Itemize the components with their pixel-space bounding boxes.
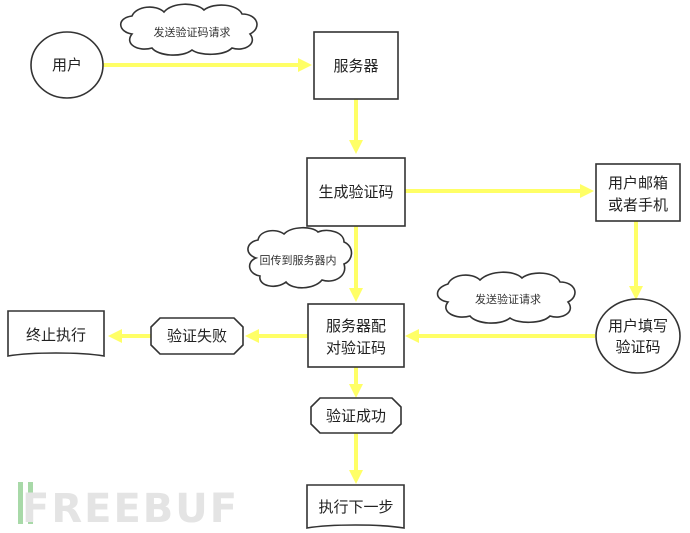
node-user-fill: 用户填写 验证码	[595, 298, 681, 374]
node-verify-fail-shape	[150, 317, 244, 355]
node-mail-phone-shape	[595, 163, 681, 222]
arrow-fill-compare	[405, 329, 419, 343]
cloud-label-request2: 发送验证请求	[475, 292, 541, 306]
watermark: FREEBUF	[18, 482, 239, 532]
node-mail-phone: 用户邮箱 或者手机	[595, 163, 681, 222]
arrow-mail-fill	[629, 286, 643, 300]
node-generate-code-shape	[306, 157, 406, 227]
arrow-user-server	[298, 58, 312, 72]
node-user-label: 用户	[52, 56, 82, 74]
cloud-request1: 发送验证码请求	[119, 3, 258, 56]
arrow-fail-stop	[108, 329, 122, 343]
arrow-gen-mail	[580, 184, 594, 198]
watermark-text: FREEBUF	[22, 486, 239, 532]
node-generate-code-label: 生成验证码	[318, 183, 393, 201]
node-next-step-shape	[306, 484, 405, 529]
node-verify-fail: 验证失败	[150, 317, 244, 355]
cloud-shape	[436, 271, 576, 324]
node-server-compare-shape	[307, 303, 405, 368]
node-next-step-label: 执行下一步	[318, 498, 393, 516]
cloud-shape	[119, 3, 258, 56]
node-stop-label: 终止执行	[26, 326, 86, 344]
cloud-request2: 发送验证请求	[436, 271, 576, 324]
node-user-shape	[30, 31, 104, 99]
node-stop-shape	[7, 310, 105, 357]
node-mail-phone-label-1: 用户邮箱	[608, 174, 668, 192]
node-server-label: 服务器	[333, 57, 378, 75]
node-next-step: 执行下一步	[306, 484, 405, 529]
arrow-server-gen	[349, 140, 363, 154]
node-user: 用户	[30, 31, 104, 99]
node-server-compare-label-2: 对验证码	[326, 339, 386, 357]
arrow-compare-success	[349, 384, 363, 398]
node-verify-success: 验证成功	[310, 397, 402, 434]
cloud-shape	[247, 226, 353, 289]
arrow-compare-fail	[245, 329, 259, 343]
node-verify-success-label: 验证成功	[326, 407, 386, 425]
node-server: 服务器	[313, 31, 399, 100]
node-user-fill-shape	[595, 298, 681, 374]
node-server-compare: 服务器配 对验证码	[307, 303, 405, 368]
node-verify-fail-label: 验证失败	[167, 327, 227, 345]
node-generate-code: 生成验证码	[306, 157, 406, 227]
edges	[103, 58, 643, 484]
node-mail-phone-label-2: 或者手机	[608, 196, 668, 214]
cloud-label-return: 回传到服务器内	[260, 253, 337, 267]
node-server-compare-label-1: 服务器配	[326, 317, 386, 335]
node-stop: 终止执行	[7, 310, 105, 357]
cloud-return: 回传到服务器内	[247, 226, 353, 289]
cloud-label-request1: 发送验证码请求	[154, 25, 231, 39]
arrow-success-next	[349, 470, 363, 484]
watermark-bar-2	[28, 482, 33, 524]
node-user-fill-label-2: 验证码	[615, 338, 660, 356]
arrow-gen-compare	[349, 288, 363, 302]
node-user-fill-label-1: 用户填写	[608, 317, 668, 335]
node-verify-success-shape	[310, 397, 402, 434]
watermark-bar-1	[18, 482, 23, 524]
node-server-shape	[313, 31, 399, 100]
